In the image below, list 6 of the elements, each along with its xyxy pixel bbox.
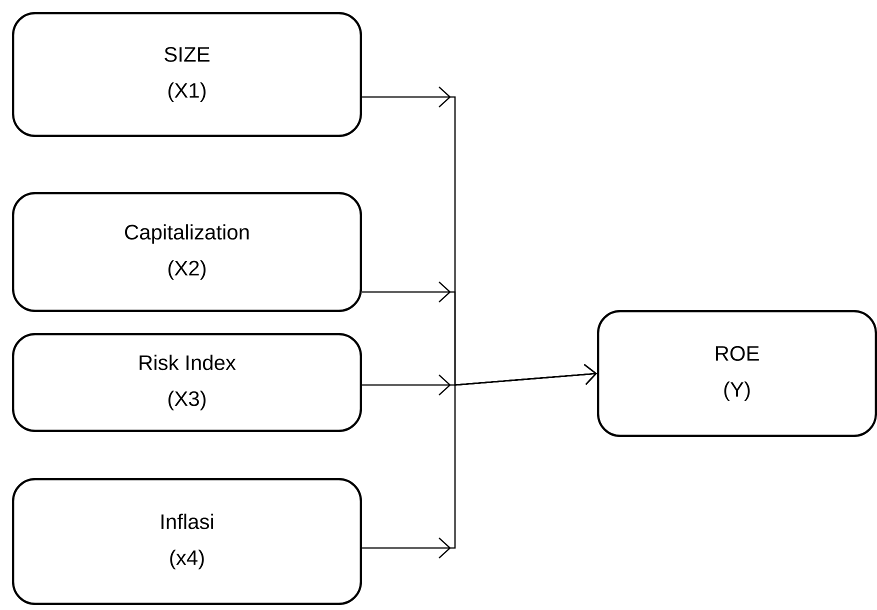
arrow — [362, 364, 597, 558]
process-box: ROE (Y) — [597, 310, 877, 437]
process-box: Capitalization (X2) — [12, 192, 362, 312]
process-box: Inflasi (x4) — [12, 478, 362, 605]
process-box: Risk Index (X3) — [12, 333, 362, 432]
process-box: SIZE (X1) — [12, 12, 362, 137]
